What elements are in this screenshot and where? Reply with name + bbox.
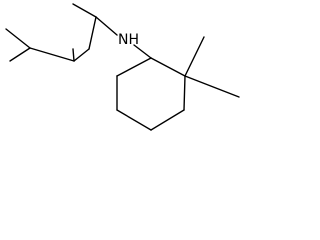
bond-c3-c4 (73, 48, 90, 62)
ring-bond-2 (183, 75, 186, 111)
molecule-structure: NH (5, 3, 240, 131)
bond-c2-n (95, 16, 118, 36)
methyl-bond-right (184, 75, 240, 98)
ring-bond-6 (116, 57, 152, 77)
ring-bond-1 (150, 57, 186, 77)
bond-c5-c6 (9, 47, 31, 62)
bond-c2-c3 (88, 16, 97, 50)
amine-nh-label: NH (118, 32, 139, 48)
ring-bond-3 (150, 109, 185, 131)
bond-c4-c5b (29, 47, 75, 62)
bond-c1-c2 (72, 3, 97, 18)
ring-bond-4 (116, 109, 152, 131)
bond-n-ring (133, 44, 152, 59)
methyl-bond-upper (184, 36, 205, 77)
bond-c4-c5 (72, 48, 75, 62)
bond-c5-c7 (5, 28, 31, 49)
